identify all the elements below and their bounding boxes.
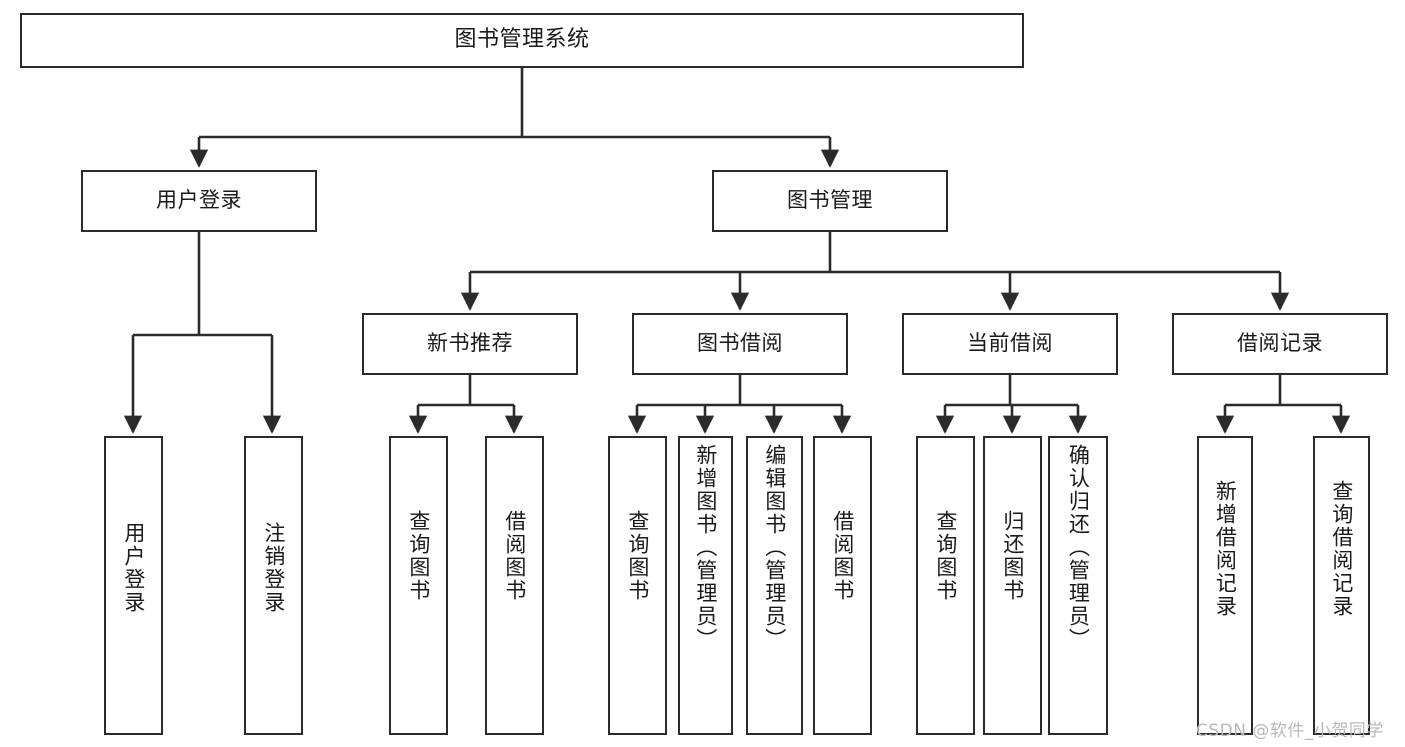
- node-book-management[interactable]: 图书管理: [712, 170, 948, 232]
- node-user-login[interactable]: 用户登录: [81, 170, 317, 232]
- node-leaf-edit-book-label: 编辑图书（管理员）: [762, 444, 787, 651]
- node-leaf-confirm-return-label: 确认归还（管理员）: [1066, 444, 1091, 651]
- node-leaf-add-book-label: 新增图书（管理员）: [693, 444, 718, 651]
- node-leaf-query-record-label: 查询借阅记录: [1329, 480, 1354, 618]
- node-leaf-query-book-1[interactable]: 查询图书: [389, 436, 448, 735]
- node-user-login-label: 用户登录: [156, 188, 242, 213]
- csdn-watermark: CSDN @软件_小贺同学: [1196, 721, 1384, 741]
- node-book-management-label: 图书管理: [787, 188, 873, 213]
- node-root-label: 图书管理系统: [454, 27, 590, 53]
- node-leaf-query-record[interactable]: 查询借阅记录: [1313, 436, 1370, 735]
- node-leaf-user-logout-label: 注销登录: [261, 522, 286, 614]
- node-leaf-borrow-book-2[interactable]: 借阅图书: [813, 436, 872, 735]
- node-leaf-add-record-label: 新增借阅记录: [1213, 480, 1238, 618]
- node-new-book-recommend[interactable]: 新书推荐: [362, 313, 578, 375]
- node-borrow-record-label: 借阅记录: [1237, 331, 1323, 356]
- node-leaf-borrow-book-1[interactable]: 借阅图书: [485, 436, 544, 735]
- node-leaf-query-book-3-label: 查询图书: [933, 510, 958, 602]
- node-leaf-return-book-label: 归还图书: [1000, 510, 1025, 602]
- node-leaf-user-login-label: 用户登录: [121, 522, 146, 614]
- node-borrow-record[interactable]: 借阅记录: [1172, 313, 1388, 375]
- node-new-book-recommend-label: 新书推荐: [427, 331, 513, 356]
- node-leaf-add-record[interactable]: 新增借阅记录: [1197, 436, 1253, 735]
- node-book-borrow[interactable]: 图书借阅: [632, 313, 848, 375]
- node-current-borrow[interactable]: 当前借阅: [902, 313, 1118, 375]
- node-book-borrow-label: 图书借阅: [697, 331, 783, 356]
- node-leaf-return-book[interactable]: 归还图书: [983, 436, 1042, 735]
- node-leaf-borrow-book-2-label: 借阅图书: [830, 510, 855, 602]
- node-leaf-edit-book[interactable]: 编辑图书（管理员）: [746, 436, 803, 735]
- node-leaf-user-logout[interactable]: 注销登录: [244, 436, 303, 735]
- node-leaf-query-book-2[interactable]: 查询图书: [608, 436, 667, 735]
- node-root[interactable]: 图书管理系统: [20, 13, 1024, 68]
- node-leaf-add-book[interactable]: 新增图书（管理员）: [678, 436, 733, 735]
- node-leaf-borrow-book-1-label: 借阅图书: [502, 510, 527, 602]
- node-current-borrow-label: 当前借阅: [967, 331, 1053, 356]
- node-leaf-query-book-3[interactable]: 查询图书: [916, 436, 975, 735]
- node-leaf-query-book-2-label: 查询图书: [625, 510, 650, 602]
- node-leaf-confirm-return[interactable]: 确认归还（管理员）: [1048, 436, 1108, 735]
- node-leaf-query-book-1-label: 查询图书: [406, 510, 431, 602]
- node-leaf-user-login[interactable]: 用户登录: [104, 436, 163, 735]
